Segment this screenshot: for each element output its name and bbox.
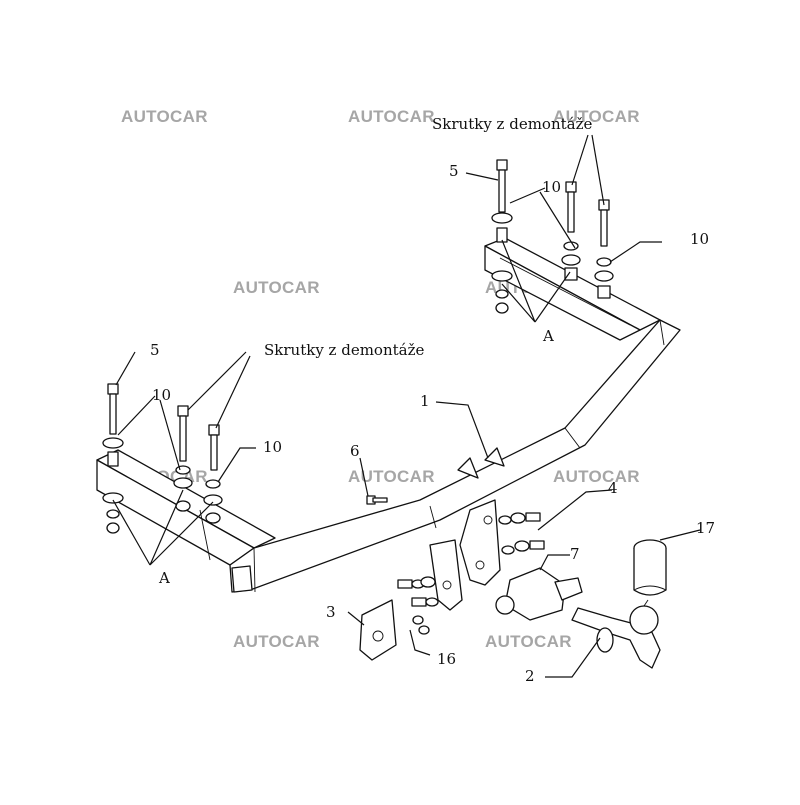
crossbar	[96, 237, 681, 593]
watermark: AUTOCAR	[348, 107, 435, 126]
callout-10-left-b: 10	[263, 438, 282, 456]
watermark: AUTOCAR	[553, 107, 640, 126]
callout-10-top-b: 10	[690, 230, 709, 248]
callout-10-top-a: 10	[542, 178, 561, 196]
watermark: AUTOCAR	[233, 632, 320, 651]
watermark: AUTOCAR	[233, 278, 320, 297]
left-bolt-stack	[102, 383, 223, 534]
callout-4: 4	[608, 479, 618, 497]
callout-16: 16	[437, 650, 456, 668]
watermarks: AUTOCAR AUTOCAR AUTOCAR AUTOCAR AUTOCAR …	[121, 107, 640, 651]
callout-A-top: A	[542, 327, 554, 345]
callout-10-left-a: 10	[152, 386, 171, 404]
callout-2: 2	[525, 667, 535, 685]
callout-5-left: 5	[150, 341, 160, 359]
callout-3: 3	[326, 603, 336, 621]
callout-A-left: A	[158, 569, 170, 587]
side-plates	[359, 495, 545, 661]
note-screws-from-removal-top: Skrutky z demontáže	[432, 115, 592, 133]
callout-17: 17	[696, 519, 715, 537]
callout-1: 1	[420, 392, 430, 410]
watermark: AUTOCAR	[348, 467, 435, 486]
watermark: AUTOCAR	[121, 107, 208, 126]
callout-5-top: 5	[449, 162, 459, 180]
callout-6: 6	[350, 442, 360, 460]
watermark: AUTOCAR	[485, 632, 572, 651]
ball-mount	[495, 539, 667, 669]
watermark: AUTOCAR	[553, 467, 640, 486]
note-screws-from-removal-left: Skrutky z demontáže	[264, 341, 424, 359]
leader-lines	[112, 134, 701, 678]
callout-7: 7	[570, 545, 580, 563]
